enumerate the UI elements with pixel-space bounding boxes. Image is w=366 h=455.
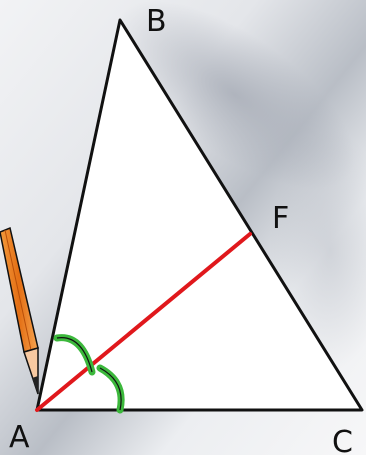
triangle-abc xyxy=(35,18,364,412)
angle-mark-bab-outline xyxy=(56,337,93,373)
vertex-label-c: C xyxy=(332,425,353,455)
pencil-icon xyxy=(0,226,39,395)
vertex-label-f: F xyxy=(272,201,289,236)
vertex-label-a: A xyxy=(9,420,30,455)
angle-bisector-af xyxy=(35,232,252,412)
angle-mark-fac-outline xyxy=(99,367,122,411)
background-shade xyxy=(115,0,355,190)
vertex-label-b: B xyxy=(146,4,167,39)
